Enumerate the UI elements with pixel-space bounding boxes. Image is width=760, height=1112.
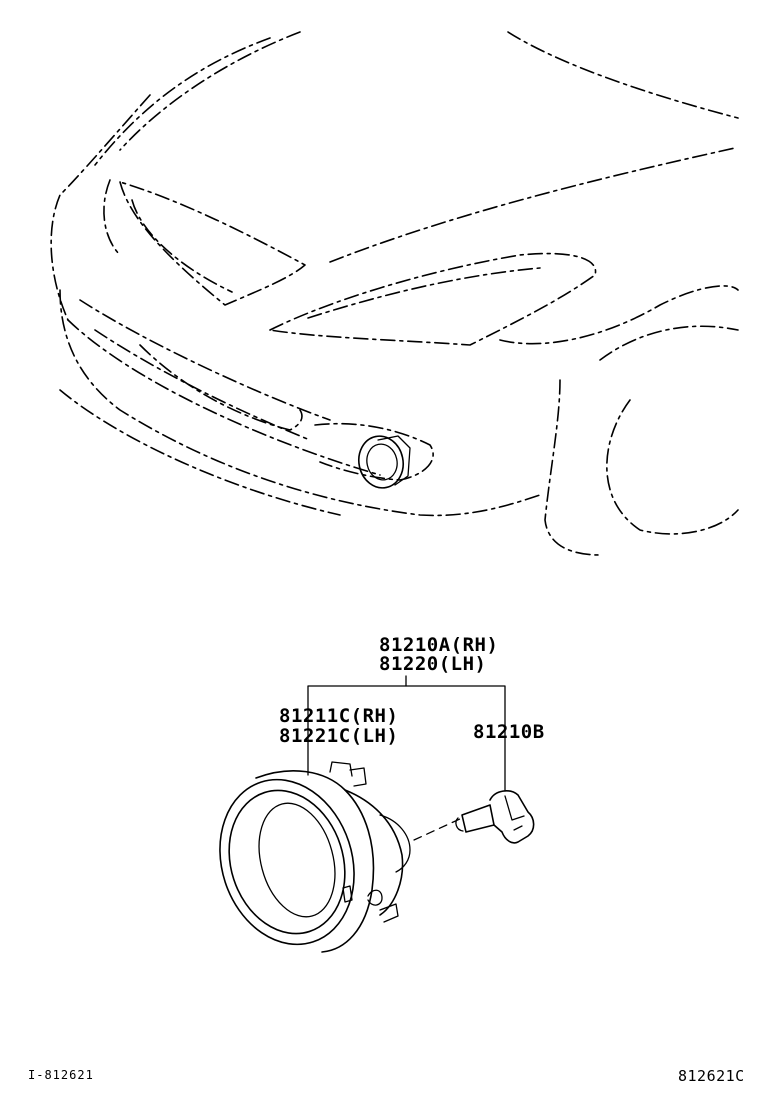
fog-lamp-unit <box>219 761 411 953</box>
callout-lamp-unit-rh: 81211C(RH) <box>279 705 398 727</box>
footer-left-code: I-812621 <box>28 1068 94 1082</box>
callout-bulb: 81210B <box>473 721 545 743</box>
footer-right-code: 812621C <box>678 1067 745 1085</box>
bulb-part <box>455 790 535 844</box>
car-front-illustration <box>50 31 739 556</box>
callout-fog-lamp-assy-rh: 81210A(RH) <box>379 634 498 656</box>
leader-lines <box>307 675 506 841</box>
callout-lamp-unit-lh: 81221C(LH) <box>279 725 398 747</box>
callout-fog-lamp-assy-lh: 81220(LH) <box>379 653 486 675</box>
